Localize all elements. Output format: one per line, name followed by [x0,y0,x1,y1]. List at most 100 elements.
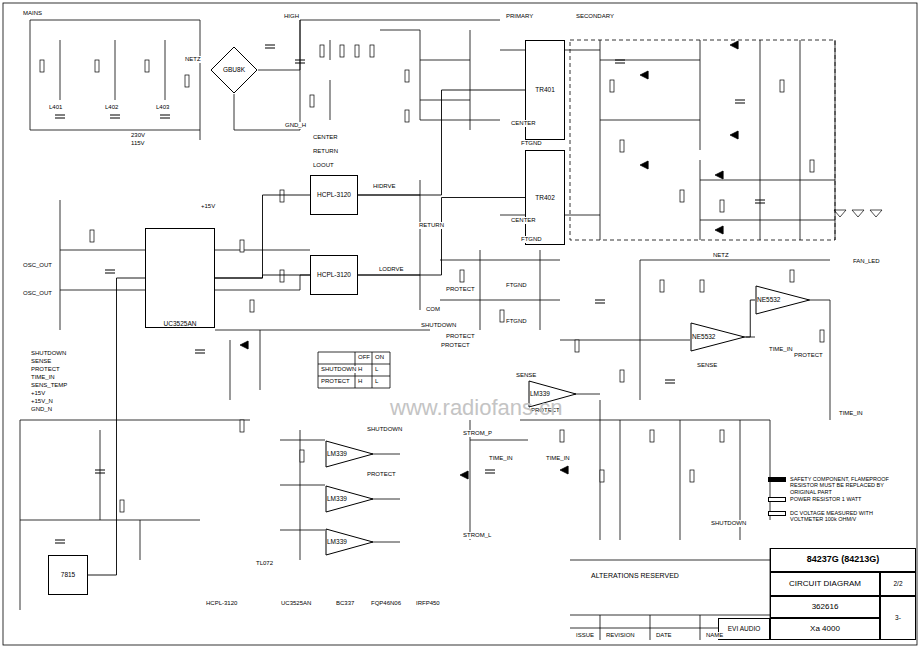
wire-connector [215,195,310,278]
resistor-symbol [280,190,284,202]
diode-symbol [730,41,738,49]
wire-connector [88,278,145,575]
legend-sample [768,511,786,516]
wire-connector [746,300,756,337]
signal-label: CENTER [510,120,537,127]
connector-layer [88,90,755,575]
resistor-symbol [340,45,344,57]
secondary-region [570,40,835,240]
shape-path [756,286,810,314]
signal-label: GND_H [284,122,307,129]
driver-wire [358,180,420,310]
resistor-symbol [355,45,359,57]
opamp-triangle: LM339 [325,528,374,556]
capacitor-symbol [110,115,120,118]
resistor-symbol [250,300,254,312]
ground-symbol [870,210,882,217]
signal-label: UC3525AN [280,600,312,607]
signal-label: OFF [357,354,371,361]
signal-label: +15V [200,203,216,210]
shape-path [211,47,257,93]
resistor-symbol [820,330,824,342]
component-name: 84237G (84213G) [805,555,882,565]
signal-label: TIME_IN [768,346,794,353]
resistor-symbol [90,230,94,242]
resistor-symbol [500,310,504,322]
component-name: NE5532 [690,333,718,340]
watermark: www.radiofans.cn [390,395,562,421]
legend-sample [768,497,786,502]
component-box: Xa 4000 [770,618,880,640]
sense-wire [440,250,560,330]
capacitor-symbol [735,100,745,103]
signal-label: TIME_IN [545,455,571,462]
signal-label: HCPL-3120 [205,600,238,607]
signal-label: GND_N [30,406,53,413]
signal-label: SENSE [30,358,52,365]
signal-label: PROTECT [366,471,397,478]
resistor-symbol [680,190,684,202]
resistor-symbol [610,80,614,92]
shape-path [326,529,373,555]
bridge-diamond: GBU8K [210,46,258,94]
opamp-triangle: NE5532 [690,322,746,352]
resistor-symbol [790,270,794,282]
ground-symbol [852,210,864,217]
resistor-symbol [405,110,409,122]
signal-label: RETURN [312,148,339,155]
resistor-symbol [720,430,724,442]
resistor-symbol [810,160,814,172]
component-name: LM339 [325,450,349,457]
signal-label: STROM_L [462,532,492,539]
signal-label: L403 [155,104,170,111]
signal-label: CENTER [510,217,537,224]
component-box: 7815 [48,555,88,595]
signal-label: MAINS [22,10,43,17]
component-name: 7815 [59,571,77,578]
resistor-symbol [620,140,624,152]
capacitor-symbol [295,60,305,63]
logic-table [318,352,390,388]
resistor-symbol [660,280,664,292]
component-box: UC3525AN [145,228,215,328]
signal-label: OSC_OUT [22,290,53,297]
diode-symbol [715,171,723,179]
mains-wire [30,20,200,140]
signal-label: H [357,366,363,373]
opamp-triangle: LM339 [325,485,374,513]
signal-label: TL072 [255,560,274,567]
legend-text: POWER RESISTOR 1 WATT [790,496,890,502]
resistor-symbol [620,370,624,382]
signal-label: FTGND [505,318,528,325]
resistor-symbol [700,280,704,292]
diode-symbol [640,71,648,79]
signal-label: SENSE [515,372,537,379]
signal-label: PROTECT [445,333,476,340]
signal-label: PROTECT [320,378,351,385]
resistor-symbol [240,420,244,432]
component-box: HCPL-3120 [310,175,358,215]
component-box: EVI AUDIO [718,618,770,640]
component-box: 2/2 [880,572,916,596]
capacitor-symbol [755,200,765,203]
capacitor-symbol [665,380,675,383]
component-name: HCPL-3120 [315,191,353,198]
rectifier-bridge-wire [600,40,835,240]
signal-label: PRIMARY [505,13,534,20]
wire-group [3,3,917,645]
signal-label: TIME_IN [838,410,864,417]
component-name: HCPL-3120 [315,271,353,278]
component-box: HCPL-3120 [310,255,358,295]
opamp-triangle: NE5532 [755,285,811,315]
resistor-symbol [405,70,409,82]
signal-label: ON [374,354,385,361]
revision-table [570,615,770,640]
wire-connector [358,90,525,195]
signal-label: FAN_LED [852,258,881,265]
component-name: UC3525AN [162,320,199,327]
signal-label: COM [425,306,441,313]
signal-label: STROM_P [462,430,493,437]
component-name: 3- [893,614,903,621]
component-name: 2/2 [891,580,904,587]
